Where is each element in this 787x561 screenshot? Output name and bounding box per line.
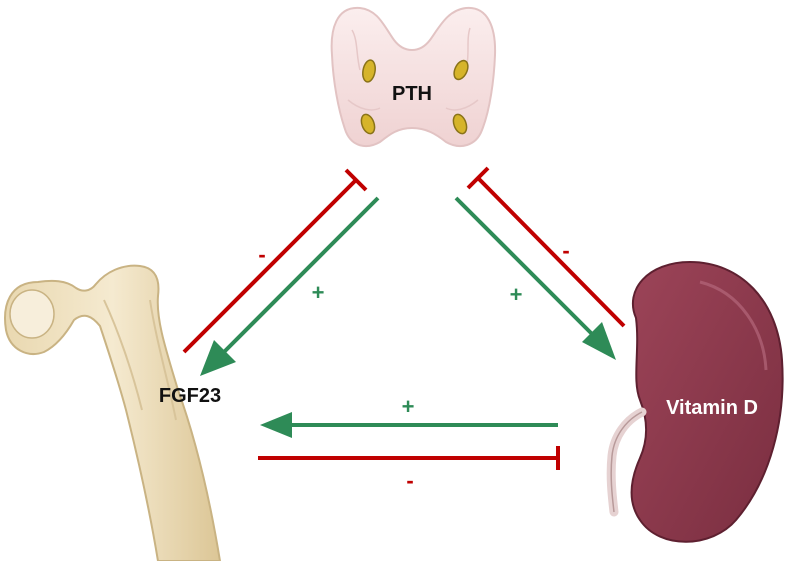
pth-fgf23-minus-sign: - bbox=[258, 242, 265, 267]
vitamin-d-fgf23-plus-sign: + bbox=[402, 394, 415, 419]
pth-vitamin-d-stimulation-arrow bbox=[454, 196, 616, 360]
pth-label: PTH bbox=[392, 83, 432, 105]
fgf23-vitamin-d-minus-sign: - bbox=[406, 468, 413, 493]
pth-fgf23-inhibition-line bbox=[182, 168, 368, 354]
kidney-icon bbox=[606, 260, 784, 543]
pth-vitamin-d-minus-sign: - bbox=[562, 238, 569, 263]
pth-vitamin-d-inhibition-line bbox=[466, 166, 626, 328]
parathyroid-gland-icon bbox=[330, 6, 497, 148]
pth-fgf23-stimulation-arrow bbox=[200, 196, 380, 376]
vitamin-d-label: Vitamin D bbox=[666, 397, 758, 419]
fgf23-vitamin-d-inhibition-line bbox=[258, 446, 560, 470]
fgf23-label: FGF23 bbox=[159, 385, 221, 407]
pth-vitamin-d-plus-sign: + bbox=[510, 282, 523, 307]
pth-fgf23-plus-sign: + bbox=[312, 280, 325, 305]
vitamin-d-fgf23-stimulation-arrow bbox=[260, 412, 558, 438]
femur-bone-icon bbox=[4, 264, 222, 561]
